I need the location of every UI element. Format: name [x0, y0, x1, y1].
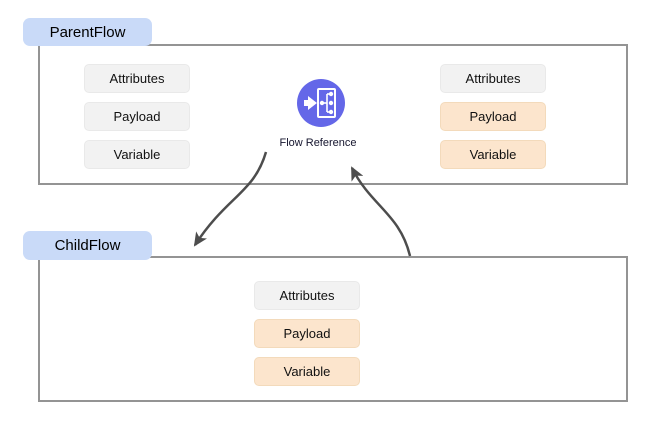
childflow-label: ChildFlow	[23, 231, 152, 260]
chip-label: Variable	[469, 147, 517, 162]
childflow-container: Attributes Payload Variable	[38, 256, 628, 402]
flow-reference-label: Flow Reference	[279, 137, 357, 149]
chip-label: Attributes	[465, 71, 521, 86]
parentflow-label-text: ParentFlow	[49, 23, 126, 41]
chip-label: Payload	[469, 109, 517, 124]
chip-label: Variable	[283, 364, 331, 379]
chip-label: Payload	[113, 109, 161, 124]
childflow-payload-chip[interactable]: Payload	[254, 319, 360, 348]
chip-label: Variable	[113, 147, 161, 162]
childflow-label-text: ChildFlow	[54, 237, 121, 254]
parentflow-left-attributes-chip[interactable]: Attributes	[84, 64, 190, 93]
parentflow-right-variable-chip[interactable]: Variable	[440, 140, 546, 169]
flow-reference-icon[interactable]	[291, 73, 351, 133]
parentflow-container: Attributes Payload Variable Flow Referen…	[38, 44, 628, 185]
parentflow-label: ParentFlow	[23, 18, 152, 46]
chip-label: Attributes	[109, 71, 165, 86]
childflow-variable-chip[interactable]: Variable	[254, 357, 360, 386]
parentflow-left-variable-chip[interactable]: Variable	[84, 140, 190, 169]
parentflow-right-payload-chip[interactable]: Payload	[440, 102, 546, 131]
parentflow-left-payload-chip[interactable]: Payload	[84, 102, 190, 131]
chip-label: Payload	[283, 326, 331, 341]
chip-label: Attributes	[279, 288, 335, 303]
childflow-attributes-chip[interactable]: Attributes	[254, 281, 360, 310]
parentflow-right-attributes-chip[interactable]: Attributes	[440, 64, 546, 93]
